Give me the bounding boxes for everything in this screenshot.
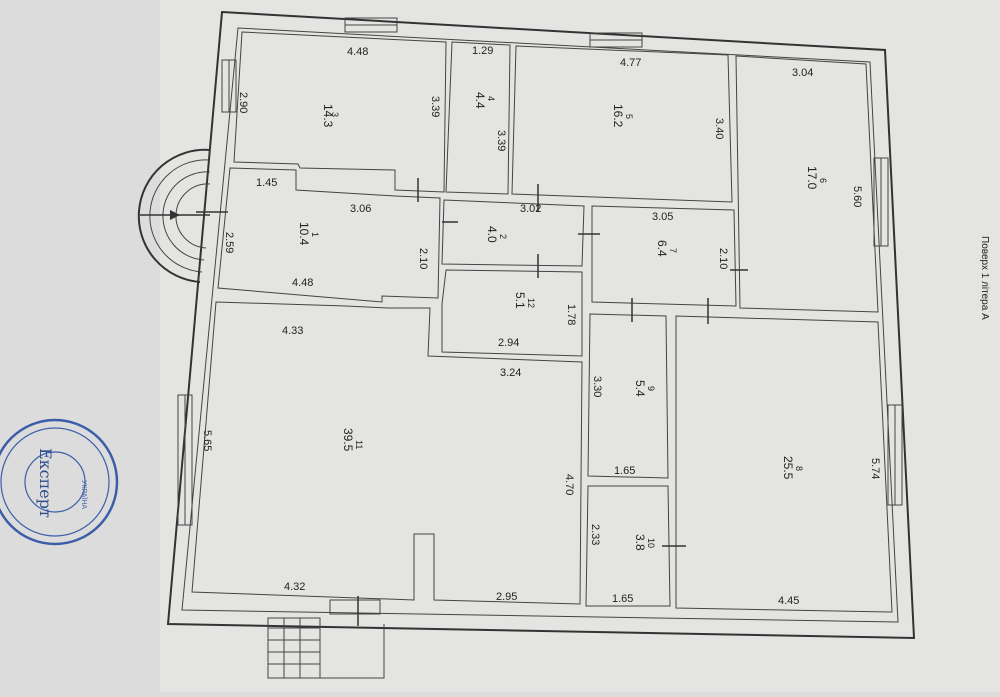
room-labels: 3 14.3 4 4.4 5 16.2 6 17.0 1 10.4 2 4.0 …	[297, 92, 828, 551]
dim-room3-top: 4.48	[347, 46, 368, 58]
room-number-11: 11	[354, 440, 364, 449]
room-area-12: 5.1	[513, 292, 527, 309]
dim-room11-bottom-left: 4.32	[284, 581, 305, 593]
windows	[177, 17, 903, 526]
room-number-9: 9	[646, 386, 656, 391]
dim-room1-bottom: 4.48	[292, 277, 313, 289]
room-area-4: 4.4	[473, 92, 487, 109]
room-area-5: 16.2	[611, 104, 625, 128]
door-marks	[196, 178, 748, 626]
room-number-1: 1	[310, 232, 320, 237]
expert-stamp: Експерт УКРАЇНА	[0, 418, 119, 546]
dim-room7-right: 2.10	[717, 248, 729, 269]
dim-room7-top: 3.05	[652, 211, 673, 223]
room-area-8: 25.5	[781, 456, 795, 480]
room-walls	[191, 31, 893, 613]
dim-room10-left: 2.33	[589, 524, 601, 545]
dim-room1-top: 3.06	[350, 203, 371, 215]
dim-room11-right: 4.70	[563, 474, 575, 495]
dim-room4-right: 3.39	[495, 130, 507, 151]
outer-wall	[166, 10, 916, 640]
dim-room2-top: 3.02	[520, 203, 541, 215]
dim-room11-mid: 3.24	[500, 367, 521, 379]
dim-room12-right: 1.78	[565, 304, 577, 325]
dim-room5-right: 3.40	[713, 118, 725, 139]
room-number-5: 5	[624, 114, 634, 119]
dim-room11-top: 4.33	[282, 325, 303, 337]
dim-room6-right: 5.60	[851, 186, 863, 207]
stamp-title: Експерт	[36, 448, 55, 518]
dim-room1-top-left: 1.45	[256, 177, 277, 189]
dim-room9-left: 3.30	[591, 376, 603, 397]
dim-room11-bottom-right: 2.95	[496, 591, 517, 603]
room-area-3: 14.3	[321, 104, 335, 128]
dim-room8-right: 5.74	[869, 458, 881, 479]
dim-room12-bottom: 2.94	[498, 337, 519, 349]
room-area-6: 17.0	[805, 166, 819, 190]
room-area-2: 4.0	[485, 226, 499, 243]
stamp-country: УКРАЇНА	[80, 480, 88, 509]
room-area-7: 6.4	[655, 240, 669, 257]
dim-room6-top: 3.04	[792, 67, 813, 79]
dim-room11-left: 5.65	[201, 430, 213, 451]
dim-room5-top: 4.77	[620, 57, 641, 69]
dim-room9-bottom: 1.65	[614, 465, 635, 477]
room-number-12: 12	[526, 298, 536, 308]
room-number-6: 6	[818, 178, 828, 183]
room-area-1: 10.4	[297, 222, 311, 246]
entrance-steps	[267, 599, 385, 679]
room-area-11: 39.5	[341, 428, 355, 452]
dim-room1-right: 2.10	[417, 248, 429, 269]
room-number-3: 3	[330, 112, 340, 117]
room-number-2: 2	[498, 234, 508, 239]
dim-room1-left: 2.59	[223, 232, 235, 253]
room-number-4: 4	[486, 96, 496, 101]
dim-room3-left: 2.90	[237, 92, 249, 113]
floor-side-note: Поверх 1 літера А	[979, 236, 990, 320]
dimension-labels: 4.48 2.90 3.39 1.29 3.39 4.77 3.40 3.04 …	[201, 45, 881, 607]
room-area-9: 5.4	[633, 380, 647, 397]
round-porch	[137, 148, 211, 283]
room-number-7: 7	[668, 248, 678, 253]
dim-room8-bottom: 4.45	[778, 595, 799, 607]
room-number-10: 10	[646, 538, 656, 548]
dim-room3-right: 3.39	[429, 96, 441, 117]
room-number-8: 8	[794, 466, 804, 471]
room-area-10: 3.8	[633, 534, 647, 551]
dim-room10-bottom: 1.65	[612, 593, 633, 605]
dim-room4-top: 1.29	[472, 45, 493, 57]
outer-wall-inner	[181, 27, 899, 623]
